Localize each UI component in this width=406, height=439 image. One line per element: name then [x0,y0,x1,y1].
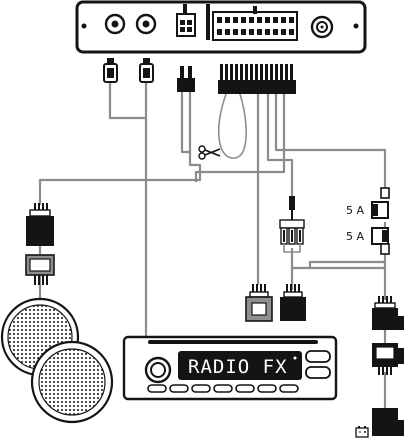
fuse-rating-label: 5 A [346,204,364,217]
right-connector-2 [372,343,404,375]
wire-to-left-speaker [40,92,200,205]
preset-button [192,385,210,392]
rca-cable-left [110,78,146,118]
right-connector-1 [372,296,404,330]
radio-display-text: RADIO FX [188,356,288,378]
preset-button [280,385,298,392]
wire-small-connector-a [182,92,190,152]
fuse-icon [381,244,389,254]
small-plug [177,66,195,92]
multipin-socket [213,12,297,40]
wire-loop-lower [196,94,284,182]
small-socket [177,14,195,36]
control-module [77,2,365,52]
preset-button [236,385,254,392]
wire-bus-iso [292,248,385,268]
multipin-plug [218,64,296,94]
fuse-icon [381,188,389,198]
preset-button [258,385,276,392]
speaker-right [32,342,112,422]
radio-button [306,367,330,378]
cd-slot [148,340,318,344]
antenna-adapter [280,196,304,252]
rca-plug-right [140,58,153,82]
wire-cut-loop [219,94,246,158]
preset-button [148,385,166,392]
fuse-rating-label: 5 A [346,230,364,243]
fuse-top: 5 A [346,188,389,218]
speaker-connector-grey [26,255,54,285]
right-connector-3 [372,408,404,436]
radio-button [306,351,330,362]
battery-icon [356,426,368,437]
wire-to-antenna-adapter [268,94,292,200]
rca-plug-left [104,58,117,82]
iso-connector-grey [246,284,272,321]
screw-hole-icon [354,24,359,29]
screw-hole-icon [82,24,87,29]
scissors-icon [199,146,220,159]
preset-button [214,385,232,392]
fuse-bottom: 5 A [346,228,389,254]
preset-button [170,385,188,392]
car-radio: RADIO FX [124,337,336,399]
speaker-connector-top [26,203,54,246]
